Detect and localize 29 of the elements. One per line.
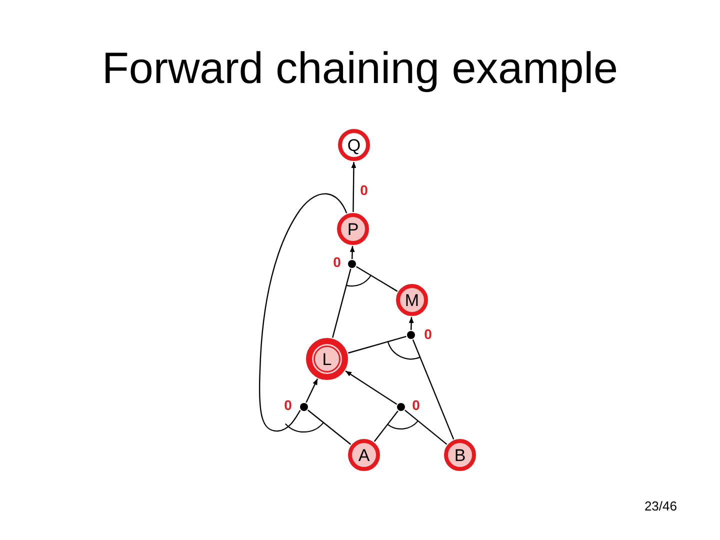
connector-line [374,410,398,442]
connector-line [356,266,398,292]
symbol-node [348,439,380,471]
symbol-node [396,284,428,316]
count-label: 0 [424,327,432,341]
node-label: B [454,446,466,464]
connector-line [412,339,454,440]
node-label: A [358,446,370,464]
arrow [408,316,414,330]
edge-label: 0 [360,183,368,197]
connector-line [332,268,352,338]
node-label: P [347,220,359,238]
node-label: L [322,350,332,368]
page-number: 23/46 [644,500,677,512]
arrow [350,246,355,260]
count-label: 0 [412,398,420,412]
slide-title: Forward chaining example [100,47,620,91]
connector-line [348,336,406,354]
curved-connector [258,193,348,432]
arrow [351,162,356,212]
symbol-node [306,338,348,380]
count-label: 0 [284,398,292,412]
symbol-node [337,213,369,245]
count-label: 0 [333,255,341,269]
node-label: Q [347,136,361,154]
symbol-node [338,129,370,161]
node-label: M [404,292,420,308]
arrow [306,378,318,403]
symbol-node [444,439,476,471]
